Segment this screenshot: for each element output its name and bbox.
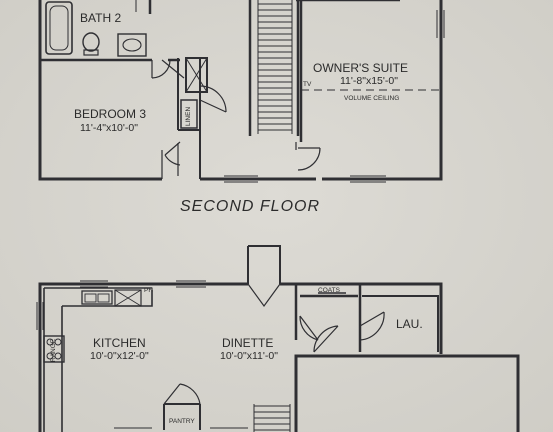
pantry-tag: PANTRY <box>169 418 195 425</box>
first-floor-stairs <box>253 404 291 432</box>
tv-tag: TV <box>303 81 312 88</box>
bedroom3-dims: 11'-4"x10'-0" <box>80 122 138 134</box>
linen-tag: LINEN <box>185 107 192 126</box>
bedroom3-label: BEDROOM 3 <box>74 107 146 121</box>
second-floor-plan: BATH 2 BEDROOM 3 11'-4"x10'-0" OWNER'S S… <box>38 0 445 215</box>
volume-ceiling-note: VOLUME CEILING <box>344 95 399 102</box>
first-floor-plan: KITCHEN 10'-0"x12'-0" DINETTE 10'-0"x11'… <box>36 245 520 432</box>
owners-suite-label: OWNER'S SUITE <box>313 61 408 75</box>
coats-tag: COATS <box>318 287 341 294</box>
dinette-label: DINETTE <box>222 336 273 350</box>
ph-tag: PH <box>144 287 153 294</box>
kitchen-label: KITCHEN <box>93 336 146 350</box>
dinette-dims: 10'-0"x11'-0" <box>220 350 278 362</box>
bath2-label: BATH 2 <box>80 11 121 25</box>
owners-suite-dims: 11'-8"x15'-0" <box>340 75 398 87</box>
range-tag: RANGE <box>50 338 57 362</box>
second-floor-stairs <box>257 0 293 134</box>
kitchen-dims: 10'-0"x12'-0" <box>90 350 149 362</box>
second-floor-title: SECOND FLOOR <box>180 198 320 215</box>
laundry-label: LAU. <box>396 317 423 331</box>
